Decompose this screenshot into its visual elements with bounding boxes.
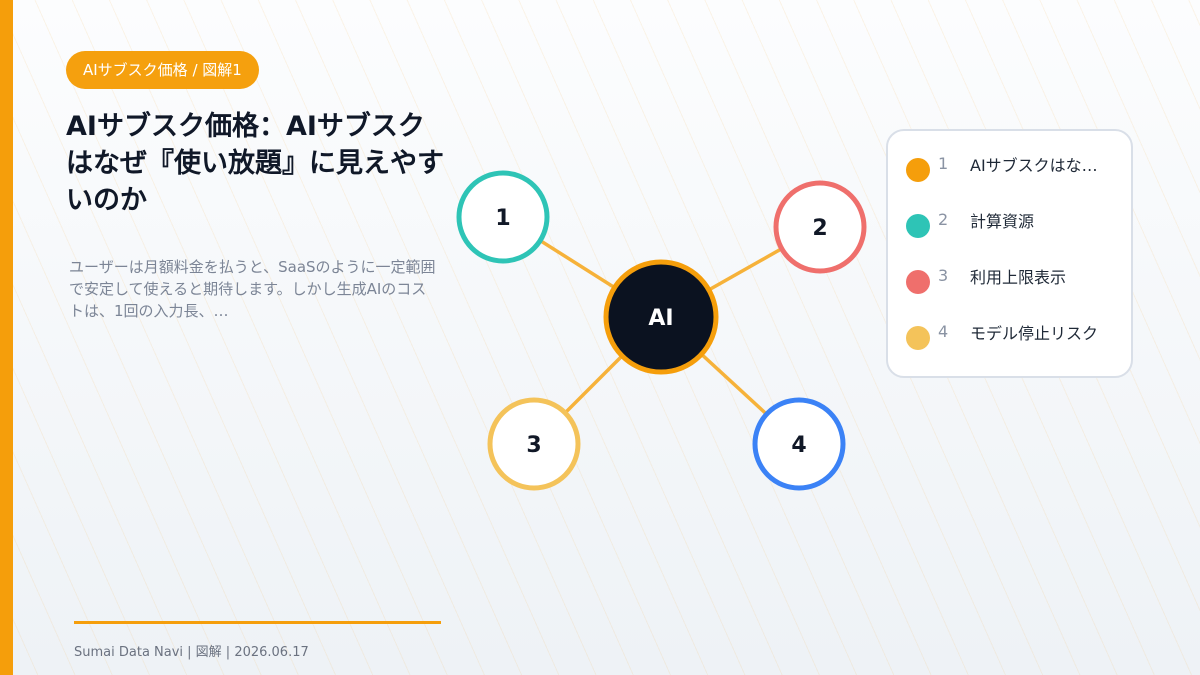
legend-number: 3 xyxy=(938,266,949,285)
footer-text: Sumai Data Navi | 図解 | 2026.06.17 xyxy=(74,645,309,660)
diagram-node-label-2: 2 xyxy=(812,216,827,241)
diagram-node-2 xyxy=(773,180,867,274)
diagram-node-label-4: 4 xyxy=(791,433,806,458)
legend-color-dot xyxy=(906,214,930,238)
legend-item-2: 2 計算資源 xyxy=(904,206,1128,238)
hub-node-label: AI xyxy=(648,306,673,331)
legend-item-4: 4 モデル停止リスク xyxy=(904,318,1128,350)
diagram-node-label-3: 3 xyxy=(526,433,541,458)
legend-label: AIサブスクはな… xyxy=(970,156,1098,175)
footer-divider xyxy=(74,621,441,624)
legend-item-3: 3 利用上限表示 xyxy=(904,262,1128,294)
diagram-node-label-1: 1 xyxy=(495,206,510,231)
legend-label: モデル停止リスク xyxy=(970,324,1099,343)
diagram-node-4 xyxy=(752,397,846,491)
legend-item-1: 1 AIサブスクはな… xyxy=(904,150,1128,182)
legend-label: 利用上限表示 xyxy=(970,268,1067,287)
category-tag: AIサブスク価格 / 図解1 xyxy=(66,51,259,89)
diagram-node-3 xyxy=(487,397,581,491)
left-accent-bar xyxy=(0,0,13,675)
legend-label: 計算資源 xyxy=(970,212,1035,231)
diagram-node-1 xyxy=(456,170,550,264)
legend-color-dot xyxy=(906,158,930,182)
legend-color-dot xyxy=(906,270,930,294)
legend-number: 1 xyxy=(938,154,949,173)
legend-panel: 1 AIサブスクはな… 2 計算資源 3 利用上限表示 4 モデル停止リスク xyxy=(886,129,1133,378)
legend-number: 2 xyxy=(938,210,949,229)
page-title: AIサブスク価格：AIサブスクはなぜ『使い放題』に見えやすいのか xyxy=(66,111,444,216)
legend-number: 4 xyxy=(938,322,949,341)
legend-color-dot xyxy=(906,326,930,350)
hub-node-circle xyxy=(603,259,719,375)
description-text: ユーザーは月額料金を払うと、SaaSのように一定範囲で安定して使えると期待します… xyxy=(69,258,436,320)
